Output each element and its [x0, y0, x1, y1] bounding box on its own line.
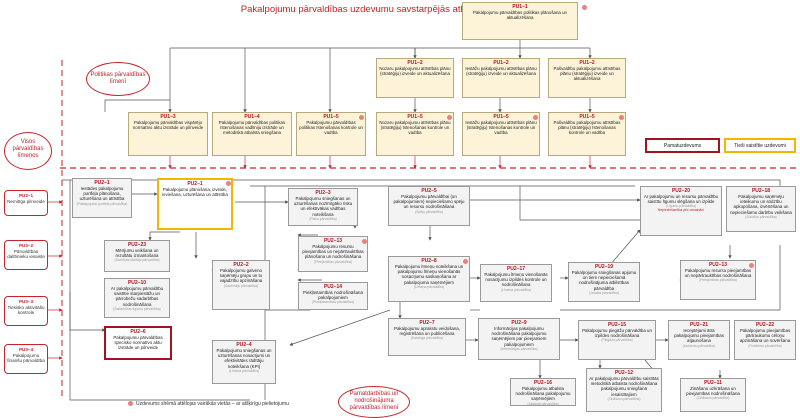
- level-base-label: Pamatdarbības un nodrošinājuma pārvaldīb…: [338, 386, 410, 418]
- level-all-label: Visos pārvaldības līmeņos: [4, 132, 52, 170]
- legend-related-task: Tieši saistītie uzdevumi: [724, 138, 796, 153]
- diagram-title: Pakalpojumu pārvaldības uzdevumu savstar…: [240, 4, 560, 15]
- multi-place-dot-icon: [533, 115, 538, 120]
- multi-place-dot-icon: [362, 239, 367, 244]
- multi-place-dot-icon: [619, 115, 624, 120]
- footnote: Uzdevums shēmā attēlojas vairākās vietās…: [128, 401, 289, 408]
- multi-place-dot-icon: [749, 263, 754, 268]
- legend-basic-task: Pamatuzdevums: [645, 138, 720, 153]
- multi-place-dot-icon: [359, 115, 364, 120]
- multi-place-dot-icon: [463, 259, 468, 264]
- multi-place-dot-icon: [226, 181, 231, 186]
- level-policy-label: Politikas pārvaldības līmenī: [86, 62, 150, 96]
- multi-place-dot-icon: [582, 5, 587, 10]
- multi-place-dot-icon: [128, 401, 133, 406]
- multi-place-dot-icon: [447, 115, 452, 120]
